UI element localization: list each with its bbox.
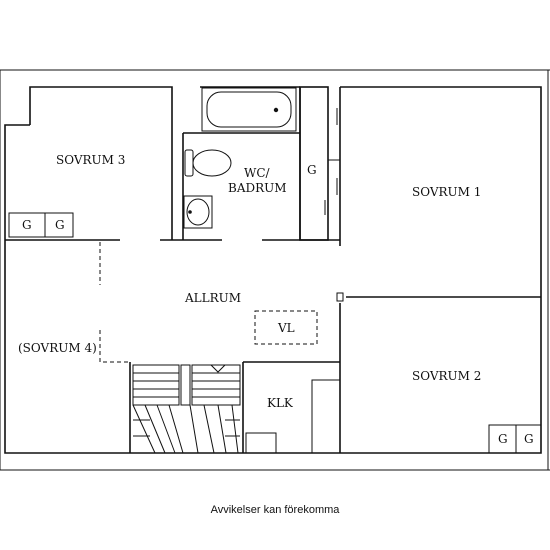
bathtub-icon <box>201 87 297 132</box>
door-post <box>336 292 344 302</box>
room-label-sovrum3: SOVRUM 3 <box>56 153 125 167</box>
disclaimer-text: Avvikelser kan förekomma <box>210 504 340 516</box>
staircase <box>132 364 241 454</box>
toilet-icon <box>184 149 232 177</box>
wardrobe-label: G <box>22 218 32 232</box>
room-label-allrum: ALLRUM <box>184 291 241 305</box>
room-label-wc: WC/ <box>244 166 271 180</box>
exterior-wall <box>29 86 173 240</box>
room-label-sovrum4: (SOVRUM 4) <box>18 341 97 355</box>
wardrobe-label: G <box>498 432 508 446</box>
room-label-vl: VL <box>277 321 295 335</box>
sink-icon <box>183 195 213 229</box>
room-label-sovrum1: SOVRUM 1 <box>412 185 481 199</box>
room-label-g-wardrobe: G <box>307 163 317 177</box>
klk-shelf <box>311 379 341 454</box>
wardrobe-label: G <box>524 432 534 446</box>
allrum-dashed-wall-2 <box>99 330 130 363</box>
wardrobe-label: G <box>55 218 65 232</box>
wardrobe-box <box>44 212 74 238</box>
room-label-klk: KLK <box>267 396 294 410</box>
vl-dashed-area <box>254 310 318 345</box>
room-label-sovrum2: SOVRUM 2 <box>412 369 481 383</box>
klk-box <box>245 432 277 454</box>
wardrobe-box <box>515 424 542 454</box>
room-label-badrum: BADRUM <box>228 181 287 195</box>
